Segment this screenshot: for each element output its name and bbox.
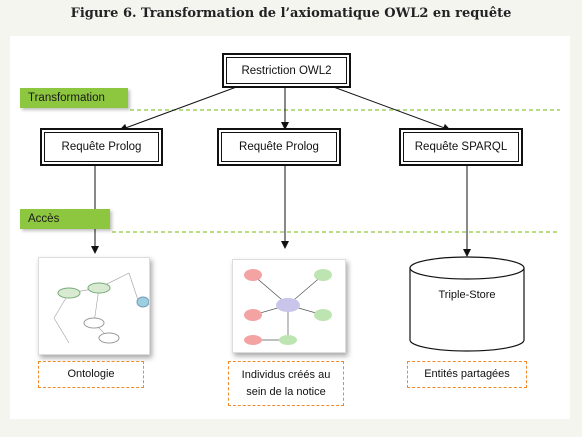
layer-label-transformation: Transformation — [20, 88, 128, 108]
individus-graph-image — [232, 259, 346, 353]
triple-store-label: Triple-Store — [438, 289, 496, 301]
layer-label-acces: Accès — [20, 209, 110, 229]
node-restriction-owl2: Restriction OWL2 — [226, 57, 347, 84]
figure-title: Figure 6. Transformation de l’axiomatiqu… — [70, 6, 512, 21]
arrow-to-sparql — [319, 81, 451, 132]
caption-ontologie: Ontologie — [38, 361, 144, 388]
caption-individus-line2: sein de la notice — [246, 385, 326, 398]
triple-store-cylinder — [409, 256, 525, 352]
node-requete-prolog-2: Requête Prolog — [221, 132, 337, 162]
node-requete-sparql: Requête SPARQL — [403, 132, 519, 162]
caption-entites-partagees: Entités partagées — [407, 361, 527, 388]
caption-individus: Individus créés au sein de la notice — [228, 361, 344, 406]
ontology-graph-image — [38, 257, 150, 355]
node-requete-prolog-1: Requête Prolog — [44, 132, 159, 162]
arrow-to-prolog-1 — [119, 81, 251, 132]
caption-individus-line1: Individus créés au — [241, 368, 331, 381]
